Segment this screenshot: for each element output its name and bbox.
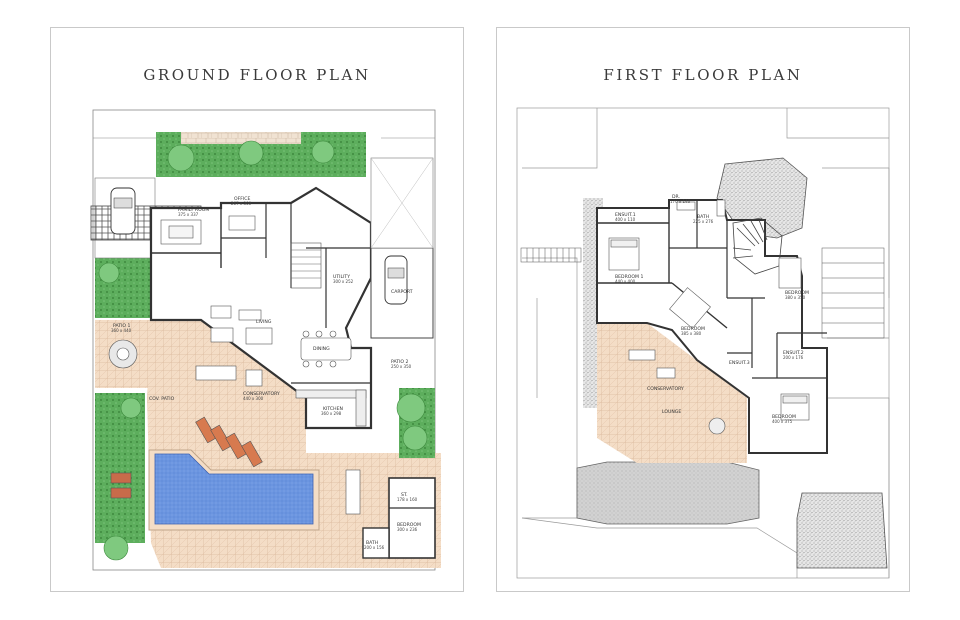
stairs-icon — [290, 242, 322, 289]
ff-room-ensuite-1-dims: 400 x 110 — [615, 217, 636, 222]
first-floor-title: FIRST FLOOR PLAN — [603, 66, 803, 84]
room-patio-1-label: PATIO 1 — [113, 323, 130, 329]
room-living-label: LIVING — [256, 319, 272, 325]
pool-below — [576, 461, 760, 525]
room-st-label: ST. — [401, 492, 408, 498]
room-utility-label: UTILITY — [333, 274, 350, 280]
car-icon — [110, 187, 136, 235]
ground-floor-sheet: GROUND FLOOR PLAN — [50, 27, 464, 592]
room-bedroom-label: BEDROOM — [397, 522, 421, 528]
gravel-roof-bottom — [796, 492, 888, 569]
first-room-labels: DR. 170 x 140 ENSUIT.1 400 x 110 BATH 22… — [615, 194, 809, 424]
room-kitchen-label: KITCHEN — [323, 406, 343, 412]
room-cov-patio-label: COV. PATIO — [149, 396, 175, 402]
ff-room-ensuite-3-label: ENSUIT.3 — [729, 360, 750, 366]
ground-room-labels: FAMILY ROOM 375 x 337 OFFICE 267 x 300 U… — [111, 196, 421, 550]
room-bedroom-dims: 300 x 236 — [397, 527, 418, 532]
room-family-room-dims: 375 x 337 — [178, 212, 199, 217]
ff-room-lounge-label: LOUNGE — [662, 409, 681, 415]
ff-room-conservatory-label: CONSERVATORY — [647, 386, 684, 392]
ff-room-bedroom-right-dims: 380 x 350 — [785, 295, 806, 300]
room-office-dims: 267 x 300 — [231, 201, 252, 206]
ff-room-bedroom-mid-label: BEDROOM — [681, 326, 705, 332]
ff-room-ensuite-2-dims: 200 x 176 — [783, 355, 804, 360]
first-floor-sheet: FIRST FLOOR PLAN — [496, 27, 910, 592]
right-carport — [370, 157, 434, 339]
lower-left-garden — [95, 393, 145, 543]
ground-floor-plan: FAMILY ROOM 375 x 337 OFFICE 267 x 300 U… — [90, 109, 441, 571]
ff-room-bath-label: BATH — [697, 214, 709, 220]
top-path — [181, 132, 301, 144]
trees — [98, 140, 428, 561]
ff-room-dr-dims: 170 x 140 — [670, 199, 691, 204]
room-bath-label: BATH — [366, 540, 378, 546]
ff-room-bedroom-lower-dims: 400 x 375 — [772, 419, 793, 424]
room-family-room-label: FAMILY ROOM — [178, 207, 209, 213]
room-carport-label: CARPORT — [391, 289, 413, 295]
room-patio-1-dims: 360 x 440 — [111, 328, 132, 333]
first-floor-plan: DR. 170 x 140 ENSUIT.1 400 x 110 BATH 22… — [516, 107, 890, 579]
swimming-pool — [148, 449, 320, 531]
ff-room-bedroom-right-label: BEDROOM — [785, 290, 809, 296]
room-utility-dims: 300 x 252 — [333, 279, 354, 284]
ff-room-bedroom-1-label: BEDROOM 1 — [615, 274, 643, 280]
ff-room-dr-label: DR. — [672, 194, 680, 200]
room-patio-2-label: PATIO 2 — [391, 359, 408, 365]
side-stair-icon — [520, 247, 582, 263]
ground-floor-title: GROUND FLOOR PLAN — [143, 66, 371, 84]
room-conservatory-label: CONSERVATORY — [243, 391, 280, 397]
room-office-label: OFFICE — [234, 196, 250, 202]
site-boundary — [92, 109, 436, 571]
bedroom-annex — [362, 477, 436, 559]
first-furniture — [608, 199, 810, 435]
car-icon — [384, 255, 408, 305]
ff-room-ensuite-1-label: ENSUIT.1 — [615, 212, 636, 218]
ff-room-ensuite-2-label: ENSUIT.2 — [783, 350, 804, 356]
ff-room-bedroom-lower-label: BEDROOM — [772, 414, 796, 420]
room-st-dims: 178 x 160 — [397, 497, 418, 502]
room-kitchen-dims: 360 x 298 — [321, 411, 342, 416]
right-steps-icon — [821, 247, 885, 339]
room-patio-2-dims: 250 x 350 — [391, 364, 412, 369]
ff-room-bedroom-mid-dims: 385 x 380 — [681, 331, 702, 336]
left-garden — [95, 248, 151, 318]
room-dining-label: DINING — [313, 346, 330, 352]
room-bath-dims: 200 x 156 — [364, 545, 385, 550]
furniture — [108, 215, 361, 515]
ff-room-bedroom-1-dims: 440 x 400 — [615, 279, 636, 284]
ff-room-bath-dims: 225 x 276 — [693, 219, 714, 224]
room-conservatory-dims: 440 x 300 — [243, 396, 264, 401]
